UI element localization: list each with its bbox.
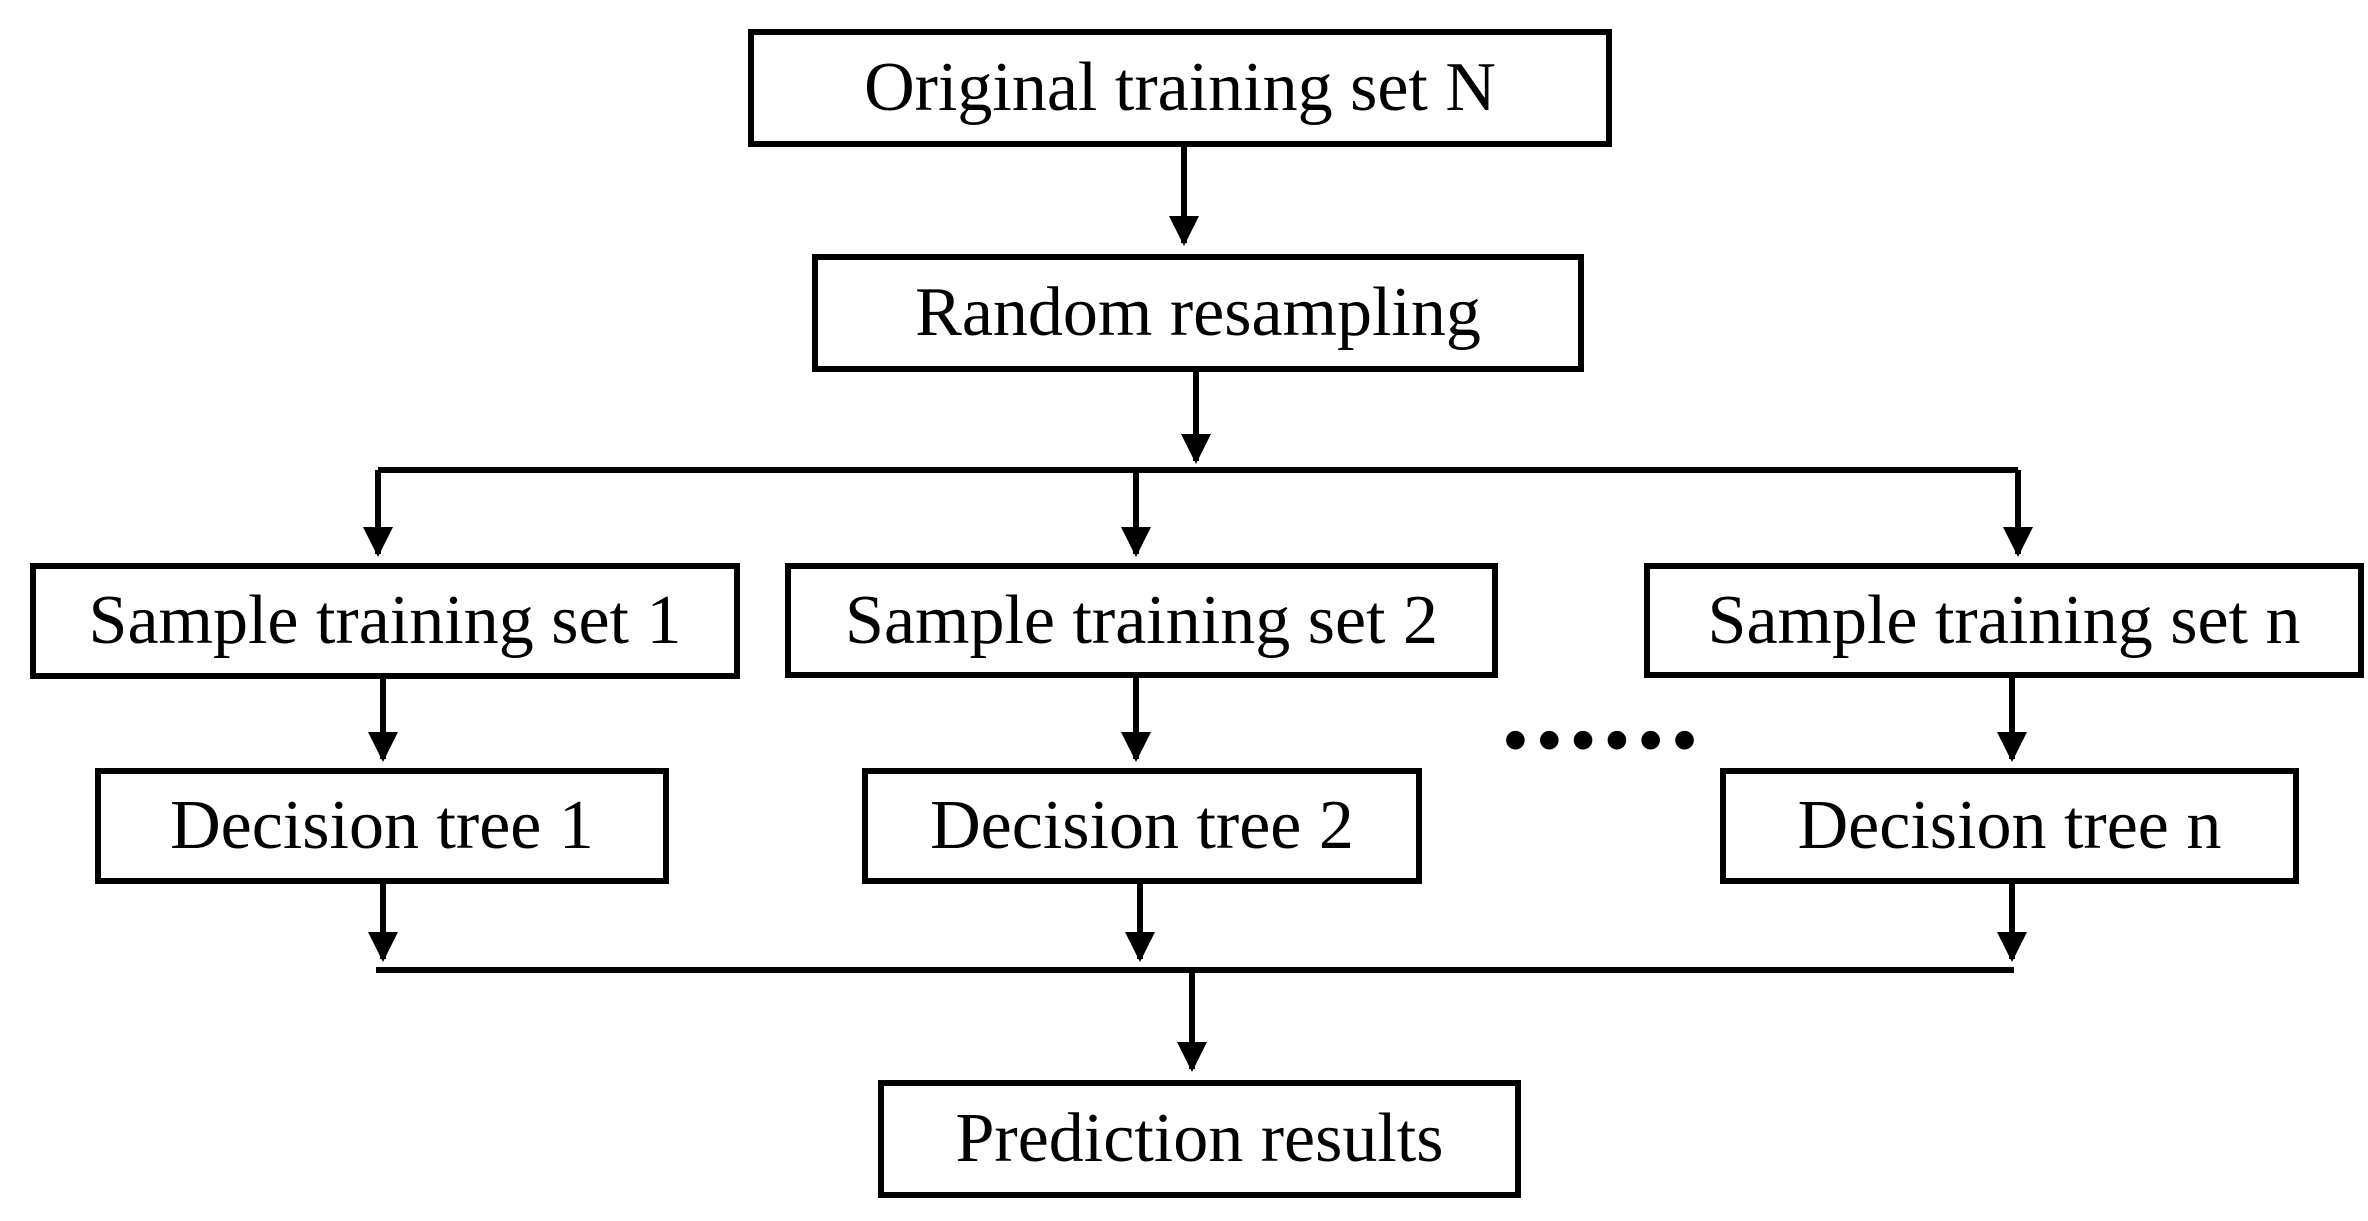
node-sample-training-set-2-label: Sample training set 2 — [845, 581, 1438, 659]
node-sample-training-set-1: Sample training set 1 — [30, 563, 740, 679]
node-decision-tree-n: Decision tree n — [1720, 768, 2299, 884]
node-random-resampling: Random resampling — [812, 254, 1584, 372]
node-decision-tree-1: Decision tree 1 — [95, 768, 669, 884]
node-original-training-set: Original training set N — [748, 29, 1612, 147]
node-sample-training-set-n-label: Sample training set n — [1707, 581, 2301, 659]
node-sample-training-set-2: Sample training set 2 — [785, 563, 1498, 678]
node-decision-tree-2: Decision tree 2 — [862, 768, 1422, 884]
node-sample-training-set-1-label: Sample training set 1 — [88, 582, 682, 659]
node-original-training-set-label: Original training set N — [864, 49, 1496, 126]
node-prediction-results: Prediction results — [878, 1080, 1521, 1198]
node-random-resampling-label: Random resampling — [915, 274, 1481, 351]
node-decision-tree-2-label: Decision tree 2 — [930, 787, 1354, 864]
node-sample-training-set-n: Sample training set n — [1644, 563, 2364, 678]
node-decision-tree-1-label: Decision tree 1 — [170, 787, 594, 864]
ellipsis-dots: ...... — [1498, 654, 1702, 772]
node-prediction-results-label: Prediction results — [955, 1100, 1444, 1177]
node-decision-tree-n-label: Decision tree n — [1797, 787, 2222, 864]
